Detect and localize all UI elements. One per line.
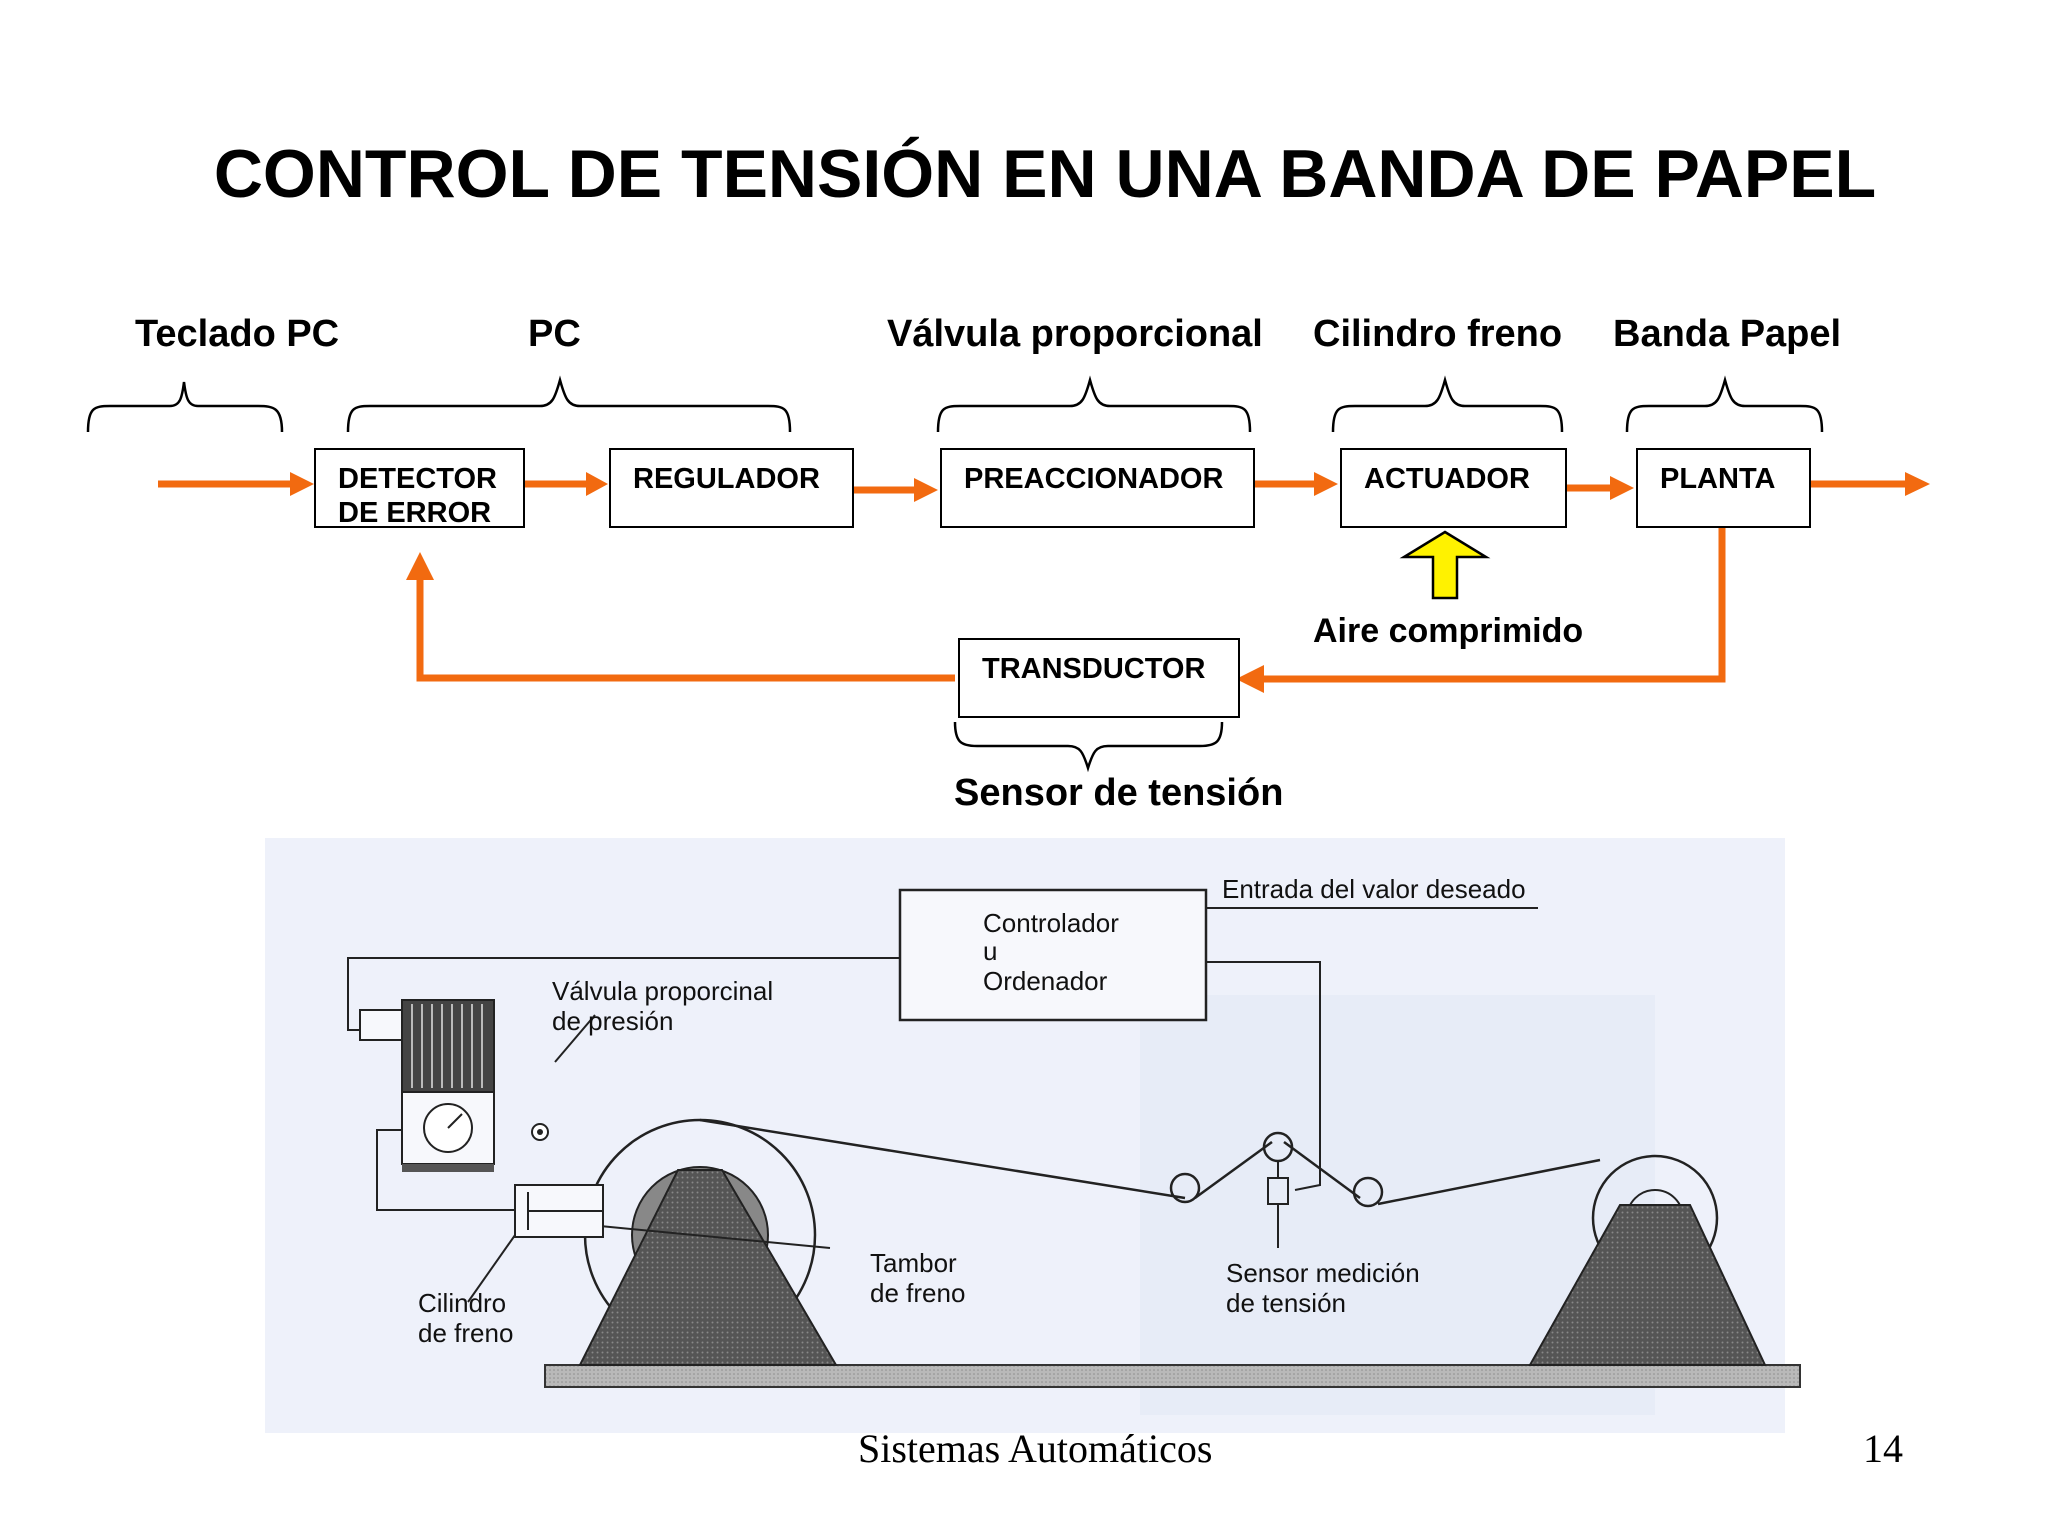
signal-arrows — [158, 472, 1930, 693]
label-banda-papel: Banda Papel — [1613, 313, 1842, 355]
brake-cylinder — [514, 1184, 604, 1238]
block-actuador: ACTUADOR — [1340, 448, 1567, 528]
label-sensor-de-tension: Sensor de tensión — [954, 772, 1284, 814]
ill-tambor-line2: de freno — [870, 1278, 965, 1308]
guide-roller-left — [1169, 1172, 1201, 1204]
tension-sensor — [1267, 1162, 1289, 1248]
ill-cilindro-line1: Cilindro — [418, 1288, 506, 1318]
block-planta: PLANTA — [1636, 448, 1811, 528]
brace-group — [86, 375, 1824, 773]
label-pc: PC — [528, 313, 581, 355]
compressed-air-arrow — [1399, 530, 1491, 600]
block-preaccionador-label: PREACCIONADOR — [964, 463, 1224, 495]
block-transductor-label: TRANSDUCTOR — [982, 653, 1206, 685]
footer-page-number: 14 — [1863, 1426, 1903, 1471]
feedback-planta-transductor — [1262, 528, 1726, 683]
pressure-valve — [359, 999, 549, 1172]
block-actuador-label: ACTUADOR — [1364, 463, 1530, 495]
paper-web — [699, 1118, 1601, 1208]
page-title: CONTROL DE TENSIÓN EN UNA BANDA DE PAPEL — [213, 136, 1877, 212]
label-valvula-proporcional: Válvula proporcional — [887, 313, 1263, 355]
controller-box — [898, 888, 1208, 1022]
block-preaccionador: PREACCIONADOR — [940, 448, 1255, 528]
wiring — [347, 907, 1538, 1303]
arrow-output-head — [1905, 472, 1930, 496]
brace-pc — [346, 375, 792, 433]
ill-controlador-line2: u — [983, 936, 997, 966]
arrow-input-head — [290, 472, 314, 496]
ill-tambor-line1: Tambor — [870, 1248, 957, 1278]
block-planta-label: PLANTA — [1660, 463, 1776, 495]
ill-sensor-line1: Sensor medición — [1226, 1258, 1420, 1288]
brace-banda — [1625, 375, 1824, 433]
block-regulador-label: REGULADOR — [633, 463, 820, 495]
ill-controlador-line3: Ordenador — [983, 966, 1108, 996]
ill-entrada-label: Entrada del valor deseado — [1222, 874, 1526, 904]
block-detector-de-error: DETECTOR DE ERROR — [314, 448, 525, 529]
label-teclado-pc: Teclado PC — [135, 313, 340, 355]
guide-roller-right — [1352, 1176, 1384, 1208]
brace-teclado — [86, 381, 284, 433]
arrow-actuador-planta-head — [1610, 476, 1634, 500]
feedback-transductor-detector-head — [406, 552, 434, 580]
block-transductor: TRANSDUCTOR — [958, 638, 1240, 718]
ill-sensor-line2: de tensión — [1226, 1288, 1346, 1318]
base-plate — [544, 1364, 1801, 1388]
left-stand — [578, 1169, 838, 1366]
brace-valvula — [936, 375, 1252, 433]
feedback-planta-transductor-head — [1236, 665, 1264, 693]
brace-sensor — [953, 721, 1224, 773]
label-aire-comprimido: Aire comprimido — [1313, 612, 1584, 650]
block-detector-line2: DE ERROR — [338, 497, 492, 529]
right-stand — [1528, 1204, 1767, 1366]
arrow-preaccionador-actuador-head — [1314, 472, 1338, 496]
ill-valvula-line1: Válvula proporcinal — [552, 976, 773, 1006]
block-regulador: REGULADOR — [609, 448, 854, 528]
arrow-regulador-preaccionador-head — [914, 478, 938, 502]
footer-course: Sistemas Automáticos — [858, 1426, 1213, 1471]
arrow-detector-regulador-head — [586, 472, 608, 496]
brace-cilindro — [1331, 375, 1564, 433]
block-detector-line1: DETECTOR — [338, 463, 497, 495]
label-cilindro-freno: Cilindro freno — [1313, 313, 1563, 355]
ill-controlador-line1: Controlador — [983, 908, 1119, 938]
ill-valvula-line2: de presión — [552, 1006, 673, 1036]
ill-cilindro-line2: de freno — [418, 1318, 513, 1348]
feedback-transductor-detector — [416, 578, 955, 682]
